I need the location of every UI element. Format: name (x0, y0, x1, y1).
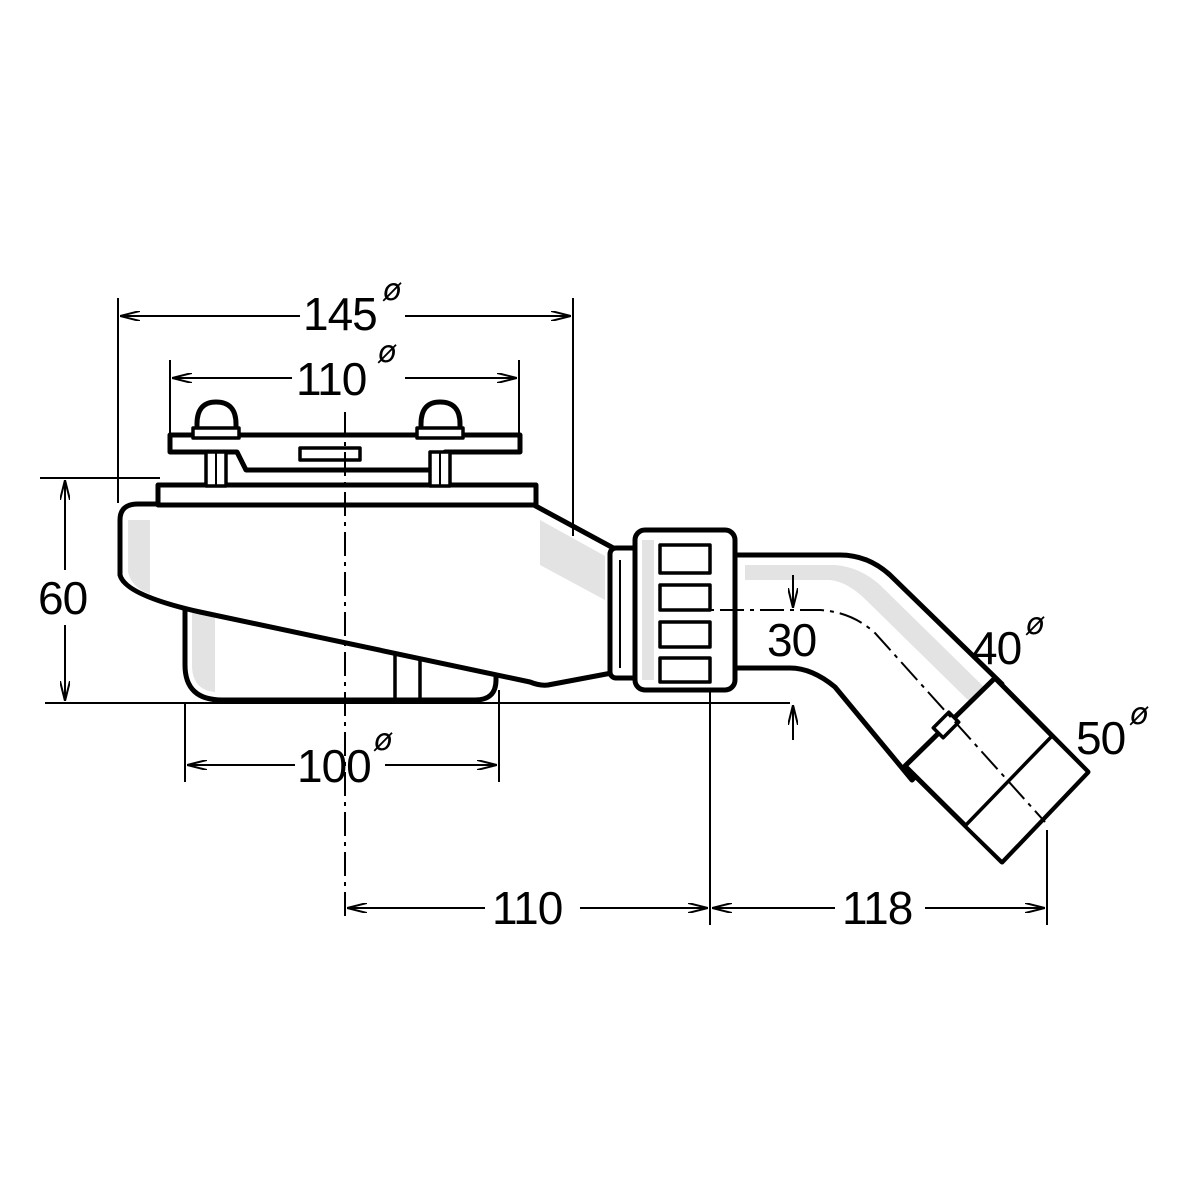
dim-30-value: 30 (767, 614, 816, 666)
screw-right (415, 399, 465, 488)
dim-50-value: 50 (1076, 712, 1125, 764)
dim-40-value: 40 (972, 622, 1021, 674)
dim-40-diameter-symbol: ø (1025, 607, 1045, 642)
dim-145-diameter-symbol: ø (382, 273, 402, 308)
drain-housing (117, 501, 620, 688)
dim-118-value: 118 (842, 882, 912, 934)
dim-100-diameter-symbol: ø (373, 723, 393, 758)
dim-50-diameter-symbol: ø (1129, 697, 1149, 732)
dim-145-value: 145 (303, 288, 377, 340)
drain-flange (155, 482, 539, 508)
screw-left (191, 399, 241, 488)
outlet-centerline (680, 609, 1046, 823)
dim-110-top-diameter-symbol: ø (377, 335, 397, 370)
dim-60-value: 60 (38, 572, 87, 624)
union-nut (607, 527, 738, 693)
dim-100-value: 100 (297, 740, 371, 792)
outlet-sleeve (902, 675, 1091, 865)
dim-110-top-value: 110 (296, 353, 366, 405)
dim-110-bottom-value: 110 (492, 882, 562, 934)
